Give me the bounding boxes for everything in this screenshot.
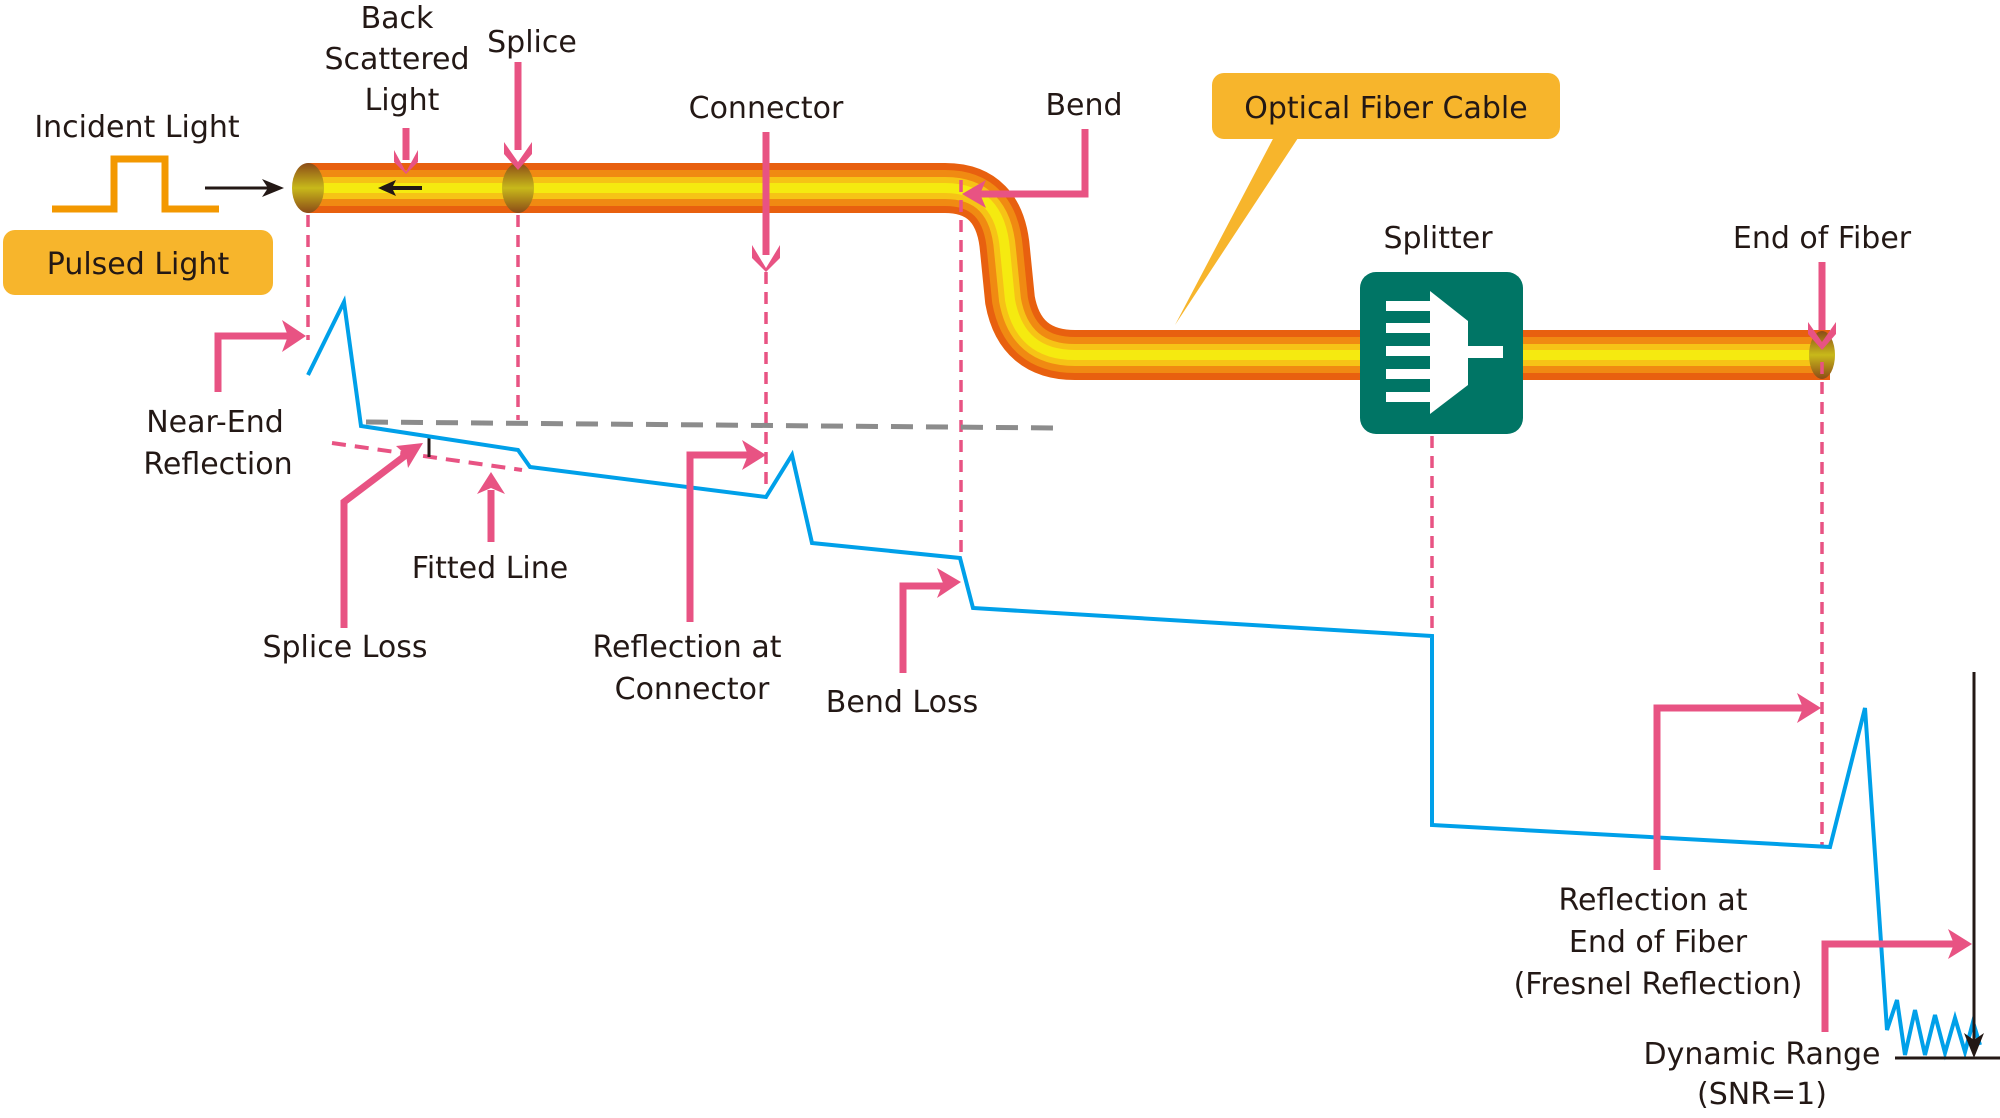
svg-text:Reflection: Reflection — [143, 447, 292, 482]
bend-pointer — [962, 129, 1089, 208]
fitted-line-pointer — [477, 472, 505, 542]
splitter-label: Splitter — [1383, 221, 1493, 256]
dynamic-range-pointer — [1821, 929, 1972, 1032]
backscatter-pointer — [394, 128, 418, 174]
splice-label: Splice — [487, 25, 577, 60]
connector-pointer — [752, 132, 780, 272]
svg-text:Near-End: Near-End — [146, 405, 284, 440]
end-of-fiber-pointer — [1808, 262, 1836, 350]
svg-text:Connector: Connector — [615, 672, 770, 707]
back-scattered-light-label: Back Scattered Light — [324, 1, 469, 118]
optical-fiber-cable-callout: Optical Fiber Cable — [1175, 73, 1560, 325]
bend-loss-label: Bend Loss — [826, 685, 978, 720]
incident-light-label: Incident Light — [34, 110, 240, 145]
arrow-left-icon — [378, 180, 422, 196]
square-pulse-icon — [52, 155, 219, 213]
svg-text:Dynamic Range: Dynamic Range — [1644, 1037, 1881, 1072]
svg-text:(Fresnel Reflection): (Fresnel Reflection) — [1514, 967, 1803, 1002]
end-of-fiber-label: End of Fiber — [1733, 221, 1912, 256]
optical-fiber-cable-label: Optical Fiber Cable — [1244, 91, 1527, 126]
svg-text:Reflection at: Reflection at — [1559, 883, 1748, 918]
splice-pointer — [504, 62, 532, 170]
splitter-icon — [1360, 272, 1523, 434]
svg-text:Reflection at: Reflection at — [593, 630, 782, 665]
dynamic-range-label: Dynamic Range (SNR=1) — [1644, 1037, 1881, 1112]
splice-point — [502, 163, 534, 213]
reflection-end-of-fiber-label: Reflection at End of Fiber (Fresnel Refl… — [1514, 883, 1803, 1002]
near-end-reflection-pointer — [214, 320, 306, 392]
reflection-end-of-fiber-pointer — [1653, 693, 1821, 870]
fiber-near-end-cap — [292, 163, 324, 213]
fiber-far-end-cap — [1809, 331, 1835, 379]
bend-label: Bend — [1045, 88, 1122, 123]
svg-text:Back: Back — [361, 1, 434, 36]
svg-text:(SNR=1): (SNR=1) — [1697, 1077, 1827, 1112]
dynamic-range-indicator — [1895, 672, 2000, 1060]
pulsed-light-badge: Pulsed Light — [3, 230, 273, 295]
fitted-line-label: Fitted Line — [412, 551, 569, 586]
svg-text:Scattered: Scattered — [324, 42, 469, 77]
arrow-right-icon — [205, 179, 284, 197]
splice-loss-label: Splice Loss — [262, 630, 427, 665]
svg-text:Light: Light — [365, 83, 440, 118]
event-guide-lines — [306, 180, 1824, 845]
reference-level-line — [365, 419, 1059, 431]
reflection-at-connector-pointer — [686, 440, 766, 622]
otdr-trace — [306, 295, 1982, 1061]
bend-loss-pointer — [899, 568, 961, 673]
connector-label: Connector — [689, 91, 844, 126]
near-end-reflection-label: Near-End Reflection — [143, 405, 292, 482]
reflection-at-connector-label: Reflection at Connector — [593, 630, 782, 707]
svg-text:End of Fiber: End of Fiber — [1569, 925, 1748, 960]
splice-loss-pointer — [340, 443, 423, 628]
fitted-line — [331, 441, 523, 472]
pulsed-light-label: Pulsed Light — [47, 247, 230, 282]
